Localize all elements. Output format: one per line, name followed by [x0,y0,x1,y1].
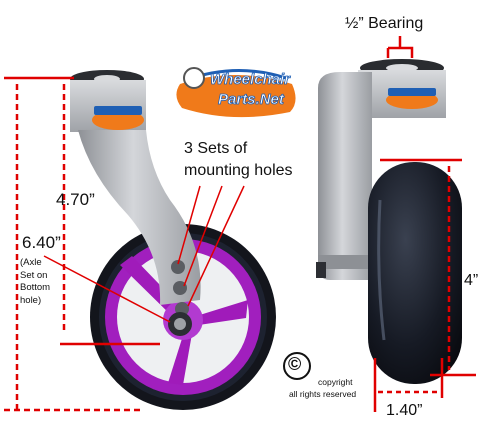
right-fork-arm [318,72,372,280]
copyright-symbol: © [288,354,302,374]
right-axle [318,255,384,269]
left-fork-arm [78,130,201,305]
copyright-circle [283,352,311,380]
dimension-label-4-70: 4.70” [56,190,95,209]
mounting-holes-label-line1: 3 Sets of [184,140,248,157]
axle-arrow [43,255,171,323]
left-caster-assembly [70,70,276,410]
dimension-label-6-40: 6.40” [22,233,61,252]
logo-line2: Parts.Net [218,91,285,108]
mounting-holes-label-line2: mounting holes [184,162,293,179]
bearing-label: ½” Bearing [345,15,424,32]
brand-logo: Wheelchair Parts.Net [176,67,296,118]
copyright-line2: all rights reserved [289,389,357,399]
hole-arrow-3 [187,185,245,307]
logo-line1: Wheelchair [210,71,291,88]
right-caster-assembly [316,59,462,384]
wheelchair-icon [183,67,205,89]
bearing-bracket [386,46,414,58]
head-logo-left [92,106,144,130]
right-wheel-tire [368,162,462,384]
dimension-lines [4,36,476,412]
dimension-label-4: 4” [464,272,479,289]
mounting-hole-middle [173,281,187,295]
axle-note-line: Set on [20,269,48,281]
dimension-label-1-40: 1.40” [386,402,423,419]
hole-arrow-1 [177,185,201,265]
axle-note-line: (Axle [20,257,42,268]
axle-note-line: Bottom [20,282,51,293]
axle-note: (Axle Set on Bottom hole) [20,257,50,307]
axle-note-line: hole) [20,294,42,306]
copyright-line1: copyright [318,377,353,387]
head-logo-right [386,88,438,109]
mounting-hole-top [171,260,185,274]
hole-arrow-2 [183,185,223,287]
